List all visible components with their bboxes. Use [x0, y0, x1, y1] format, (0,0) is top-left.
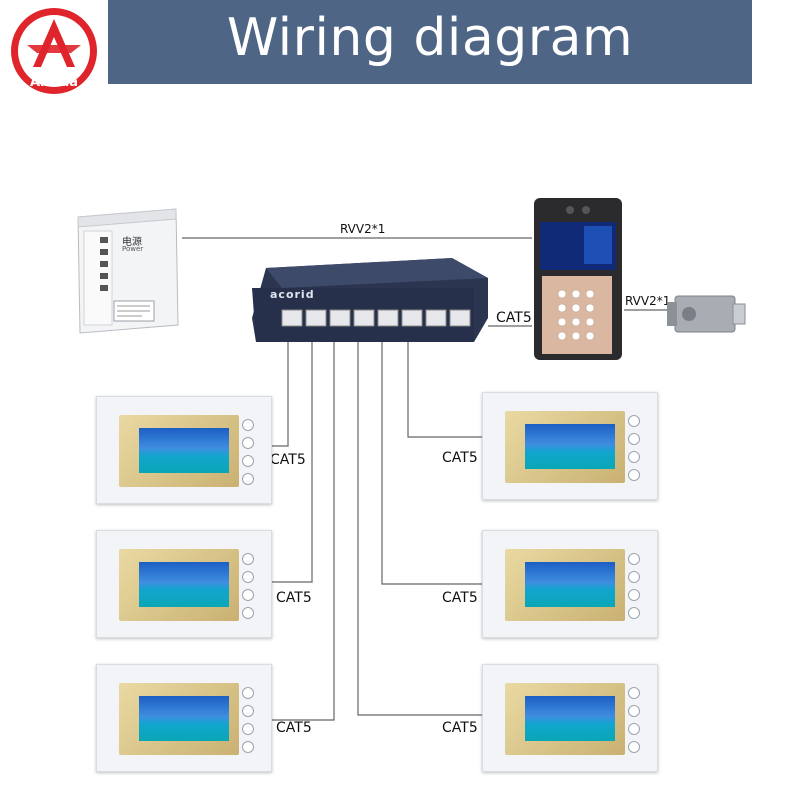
label-rvv-lock: RVV2*1	[625, 294, 671, 308]
indoor-monitor-5	[482, 530, 658, 638]
label-cat5-door: CAT5	[496, 310, 532, 326]
door-station	[532, 196, 624, 362]
label-cat5-monitor-6: CAT5	[442, 720, 478, 736]
monitor-button	[242, 589, 254, 601]
label-cat5-monitor-4: CAT5	[442, 450, 478, 466]
monitor-screen	[139, 696, 229, 741]
monitor-button	[628, 451, 640, 463]
monitor-screen	[139, 562, 229, 607]
switch-brand: acorid	[270, 288, 315, 301]
logo-text: Aitdda	[29, 75, 79, 90]
monitor-button	[628, 705, 640, 717]
monitor-button	[628, 469, 640, 481]
monitor-button	[628, 415, 640, 427]
monitor-button	[628, 741, 640, 753]
indoor-monitor-6	[482, 664, 658, 772]
monitor-button	[628, 607, 640, 619]
title-banner: Wiring diagram	[108, 0, 752, 84]
monitor-button	[242, 553, 254, 565]
monitor-button	[628, 723, 640, 735]
monitor-screen	[525, 696, 615, 741]
monitor-button	[242, 705, 254, 717]
indoor-monitor-1	[96, 396, 272, 504]
monitor-button	[628, 553, 640, 565]
monitor-button	[628, 589, 640, 601]
indoor-monitor-2	[96, 530, 272, 638]
label-cat5-monitor-1: CAT5	[270, 452, 306, 468]
power-supply: 电源 Power	[72, 205, 182, 335]
page-title: Wiring diagram	[226, 8, 634, 68]
aitdda-logo: Aitdda	[5, 5, 103, 97]
indoor-monitor-4	[482, 392, 658, 500]
label-cat5-monitor-3: CAT5	[276, 720, 312, 736]
monitor-button	[628, 571, 640, 583]
monitor-button	[242, 437, 254, 449]
label-cat5-monitor-5: CAT5	[442, 590, 478, 606]
monitor-button	[242, 687, 254, 699]
monitor-button	[628, 687, 640, 699]
monitor-button	[242, 419, 254, 431]
monitor-screen	[525, 424, 615, 469]
monitor-button	[242, 455, 254, 467]
monitor-button	[628, 433, 640, 445]
monitor-button	[242, 473, 254, 485]
monitor-button	[242, 571, 254, 583]
power-sublabel: Power	[122, 245, 144, 253]
electric-lock	[667, 290, 747, 338]
monitor-button	[242, 723, 254, 735]
label-rvv-top: RVV2*1	[340, 222, 386, 236]
power-label: 电源	[122, 237, 142, 248]
monitor-button	[242, 741, 254, 753]
label-cat5-monitor-2: CAT5	[276, 590, 312, 606]
indoor-monitor-3	[96, 664, 272, 772]
monitor-button	[242, 607, 254, 619]
network-switch: acorid	[252, 258, 488, 342]
monitor-screen	[139, 428, 229, 473]
monitor-screen	[525, 562, 615, 607]
